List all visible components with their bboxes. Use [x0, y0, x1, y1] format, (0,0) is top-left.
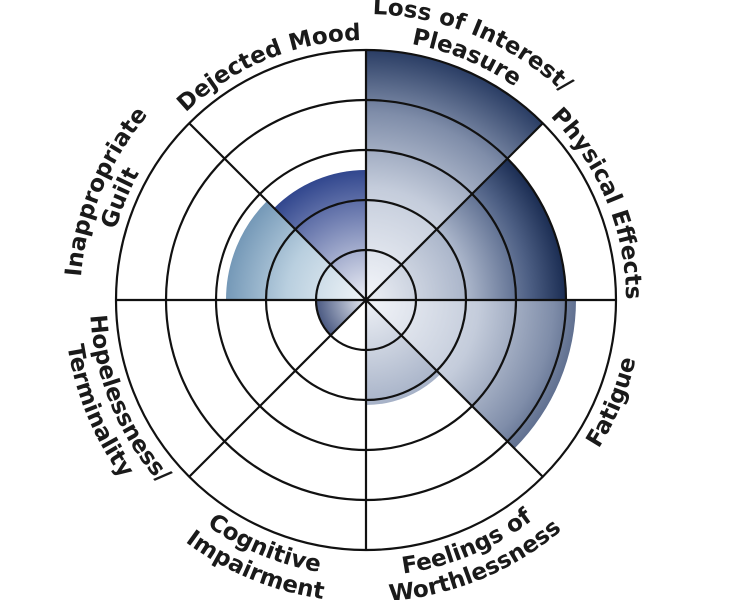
grid-spoke-6: [188, 299, 367, 478]
wedge-physical-effects: [366, 158, 566, 300]
data-wedges: [226, 50, 576, 449]
wedge-inappropriate-guilt: [226, 201, 366, 300]
wedge-feelings-of-worthlessness: [366, 300, 441, 405]
grid-spoke-8: [188, 122, 367, 301]
grid-spoke-4: [365, 299, 544, 478]
wedge-fatigue: [366, 300, 576, 449]
polar-grid: [114, 48, 618, 552]
wedge-hopelessness-terminality: [316, 300, 366, 336]
label-inappropriate-guilt-line-1: Inappropriate: [61, 102, 153, 277]
grid-spoke-2: [365, 122, 544, 301]
wedge-loss-of-interest-pleasure: [366, 50, 543, 300]
label-fatigue-line-1: Fatigue: [581, 354, 641, 451]
